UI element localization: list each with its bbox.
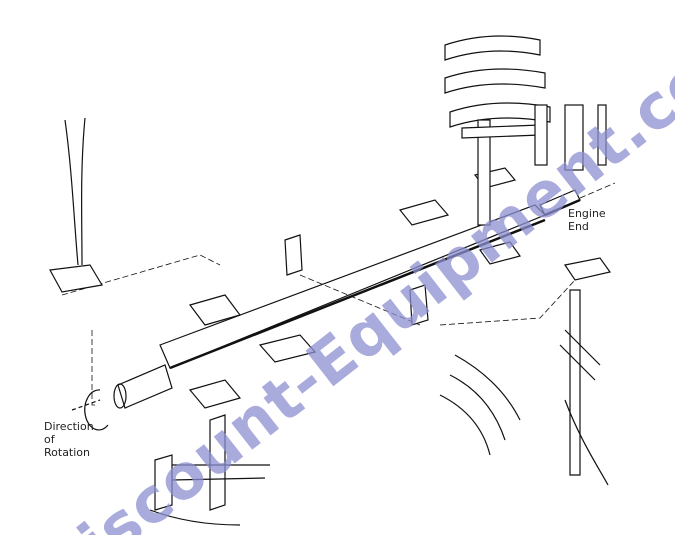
end-label-line: End [568, 220, 589, 233]
direction-of-rotation-label: Direction of Rotation [44, 420, 94, 459]
left-tine [49, 117, 103, 293]
brackets [188, 167, 612, 409]
right-tines [559, 289, 609, 486]
rotation-label-line: Rotation [44, 446, 91, 459]
curved-blades [439, 354, 521, 456]
top-plates [444, 35, 607, 226]
direction-label-line: Direction [44, 420, 94, 433]
engine-end-label: Engine End [568, 207, 606, 233]
main-shaft [113, 189, 581, 409]
rotation-arrow [84, 389, 109, 431]
engine-label-line: Engine [568, 207, 606, 220]
of-label-line: of [44, 433, 55, 446]
bottom-tine [149, 414, 270, 526]
